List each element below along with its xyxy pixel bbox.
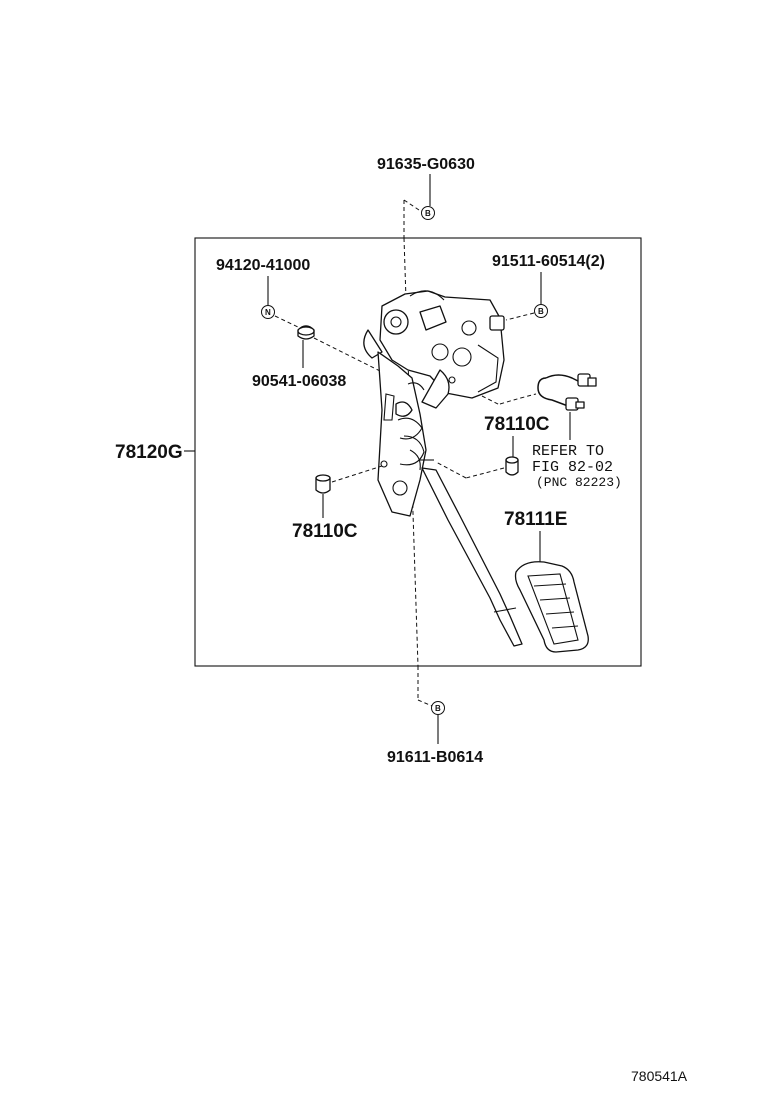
stopper-right-dash-2 — [435, 461, 467, 479]
label-pedal-pad: 78111E — [504, 509, 567, 530]
refer-line-3: (PNC 82223) — [536, 475, 622, 490]
top-bolt-dash — [403, 199, 423, 213]
bolt-right-dash — [505, 312, 535, 321]
bolt-b-marker-right: B — [534, 304, 548, 318]
label-top-bolt: 91635-G0630 — [377, 156, 475, 173]
stopper-right-part — [505, 456, 519, 476]
stopper-left-dash — [331, 465, 383, 483]
figure-code: 780541A — [631, 1068, 688, 1084]
label-bushing: 90541-06038 — [252, 373, 346, 390]
pedal-arm — [363, 329, 523, 647]
label-stopper-right: 78110C — [484, 414, 550, 435]
label-pedal-assy: 78120G — [115, 442, 183, 463]
bolt-b-marker-bottom: B — [431, 701, 445, 715]
label-stopper-left: 78110C — [292, 521, 358, 542]
pedal-bracket — [379, 290, 505, 409]
refer-line-2: FIG 82-02 — [532, 459, 613, 476]
refer-line-1: REFER TO — [532, 443, 604, 460]
wire-connector — [481, 373, 597, 411]
nut-n-marker: N — [261, 305, 275, 319]
stopper-left-part — [315, 474, 331, 494]
pedal-pad-part — [514, 561, 589, 653]
label-bolt-right: 91511-60514(2) — [492, 253, 605, 270]
stopper-right-dash — [465, 467, 505, 479]
badge-b-bottom: B — [435, 704, 441, 713]
bolt-b-marker-top: B — [421, 206, 435, 220]
bottom-bolt-dash — [417, 699, 433, 707]
label-bottom-bolt: 91611-B0614 — [387, 749, 483, 766]
badge-b-top: B — [425, 209, 431, 218]
nut-dash — [274, 315, 301, 329]
bushing-dash — [313, 337, 383, 373]
badge-b-right: B — [538, 307, 544, 316]
bushing-part — [297, 325, 315, 340]
label-nut: 94120-41000 — [216, 257, 310, 274]
badge-n: N — [265, 308, 271, 317]
